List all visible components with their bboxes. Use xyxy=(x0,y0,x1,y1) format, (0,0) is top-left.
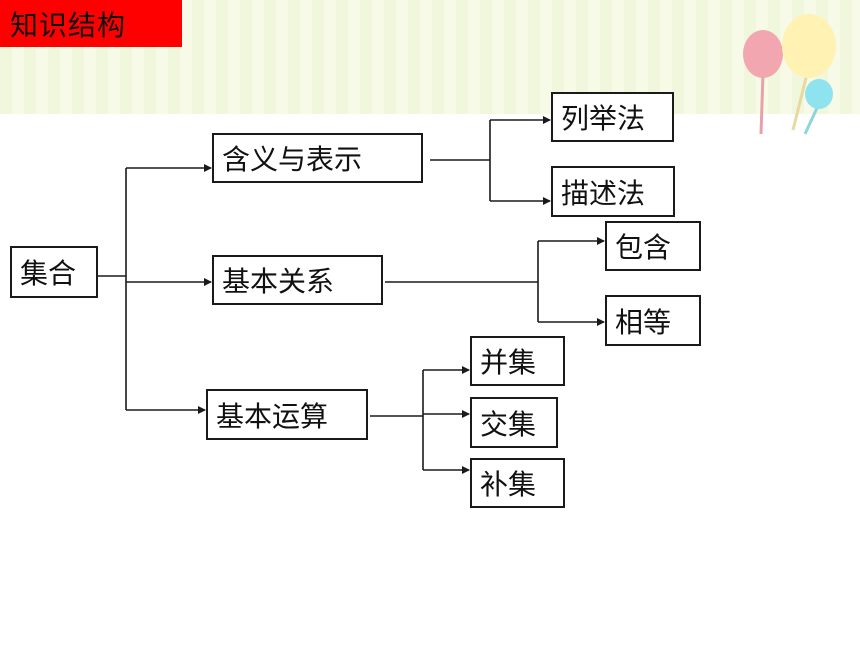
page-title: 知识结构 xyxy=(0,0,182,47)
leaf-node: 并集 xyxy=(470,336,565,386)
branch-node: 基本运算 xyxy=(206,389,368,440)
leaf-node: 包含 xyxy=(605,221,701,271)
leaf-node: 补集 xyxy=(470,458,565,508)
balloon-icon xyxy=(782,14,836,131)
root-node: 集合 xyxy=(10,246,98,298)
leaf-node: 描述法 xyxy=(551,166,675,217)
leaf-node: 相等 xyxy=(605,295,701,346)
balloon-icon xyxy=(743,30,783,135)
leaf-node: 交集 xyxy=(470,397,558,448)
balloon-icon xyxy=(803,79,833,135)
leaf-node: 列举法 xyxy=(551,92,674,142)
balloons-decoration xyxy=(743,14,836,135)
branch-node: 基本关系 xyxy=(212,255,383,305)
branch-node: 含义与表示 xyxy=(212,133,423,183)
